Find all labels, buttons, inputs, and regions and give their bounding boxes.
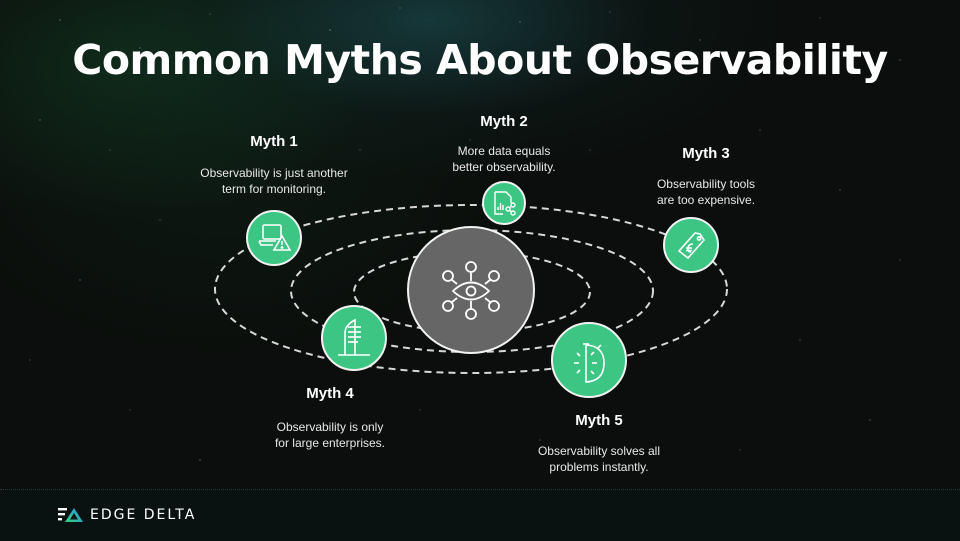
brand-logo: EDGE DELTA bbox=[58, 507, 196, 523]
myth-2-text-line-1: More data equals bbox=[457, 144, 551, 158]
myth-2-text-line-2: better observability. bbox=[452, 160, 556, 174]
myth-1-text-line-2: term for monitoring. bbox=[221, 182, 327, 196]
myth-3-text-line-2: are too expensive. bbox=[656, 193, 756, 207]
skyscraper-icon bbox=[338, 318, 370, 356]
myth-5-text-line-1: Observability solves all bbox=[537, 444, 661, 458]
myth-4-heading: Myth 4 bbox=[306, 385, 354, 402]
myth-1-node bbox=[246, 210, 302, 266]
edge-delta-logo-icon bbox=[58, 508, 83, 522]
center-node bbox=[407, 226, 535, 354]
myth-1-text: Observability is just another term for m… bbox=[174, 165, 374, 197]
outer-orbit bbox=[214, 204, 728, 374]
stopwatch-icon bbox=[574, 343, 605, 383]
myth-4-text-line-1: Observability is only bbox=[276, 420, 384, 434]
myth-5-node bbox=[551, 322, 627, 398]
myth-3-node bbox=[663, 217, 719, 273]
myth-3-text-line-1: Observability tools bbox=[656, 177, 756, 191]
myth-1-heading: Myth 1 bbox=[250, 133, 298, 150]
price-tag-icon bbox=[677, 232, 706, 260]
myth-2-node bbox=[482, 181, 526, 225]
myth-3-text: Observability tools are too expensive. bbox=[606, 176, 806, 208]
myth-1-text-line-1: Observability is just another bbox=[200, 166, 348, 180]
myth-2-heading: Myth 2 bbox=[480, 113, 528, 130]
myth-3-heading: Myth 3 bbox=[682, 145, 730, 162]
myth-4-text: Observability is only for large enterpri… bbox=[230, 419, 430, 451]
document-chart-share-icon bbox=[494, 191, 516, 216]
myth-5-heading: Myth 5 bbox=[575, 412, 623, 429]
laptop-warning-icon bbox=[258, 224, 292, 251]
myth-5-text: Observability solves all problems instan… bbox=[499, 443, 699, 475]
myth-4-node bbox=[321, 305, 387, 371]
slide-title: Common Myths About Observability bbox=[72, 36, 888, 84]
myth-5-text-line-2: problems instantly. bbox=[549, 460, 649, 474]
myth-4-text-line-2: for large enterprises. bbox=[274, 436, 386, 450]
footer: EDGE DELTA bbox=[0, 489, 960, 541]
brand-name: EDGE DELTA bbox=[90, 507, 197, 523]
eye-network-icon bbox=[442, 261, 500, 320]
inner-orbit bbox=[353, 251, 591, 333]
myth-2-text: More data equals better observability. bbox=[404, 143, 604, 175]
